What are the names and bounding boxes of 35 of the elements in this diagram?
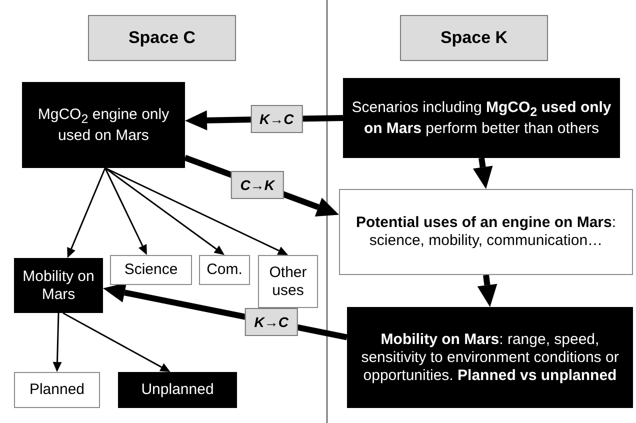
arrow bbox=[62, 312, 170, 372]
concept-box bbox=[110, 255, 192, 285]
arrow bbox=[104, 167, 288, 255]
edge-label: C→K bbox=[231, 170, 284, 199]
box-text: Scenarios including MgCO$_{2}$ used only on Mars perform better than others bbox=[350, 98, 612, 138]
arrow bbox=[477, 274, 498, 307]
box-text: Other uses bbox=[268, 264, 308, 300]
edge-label: K→C bbox=[245, 308, 298, 336]
space-header-box bbox=[88, 15, 236, 61]
box-text: Unplanned bbox=[141, 381, 214, 399]
concept-box bbox=[22, 82, 185, 168]
concept-box bbox=[118, 372, 237, 408]
concept-box bbox=[258, 255, 318, 308]
box-text: Potential uses of an engine on Mars: science, mobility, communication… bbox=[354, 214, 618, 250]
concept-box bbox=[347, 307, 633, 408]
box-text: Space C bbox=[128, 28, 196, 48]
box-text: Com. bbox=[206, 261, 242, 279]
box-text: MgCO$_{2}$ engine only used on Mars bbox=[36, 106, 170, 144]
concept-box bbox=[343, 78, 620, 158]
concept-box bbox=[199, 255, 250, 285]
box-text: Science bbox=[124, 261, 178, 279]
box-text: Mobility on Mars: range, speed, sensitivity to environment conditions or opportunities. Planned vs unplanned bbox=[360, 330, 620, 384]
arrow bbox=[104, 167, 224, 255]
edge-label: K→C bbox=[250, 105, 303, 134]
concept-box bbox=[14, 258, 103, 313]
arrow bbox=[52, 312, 62, 372]
arrow bbox=[472, 158, 493, 189]
box-text: Planned bbox=[29, 381, 85, 399]
arrow bbox=[104, 168, 147, 255]
space-header-box bbox=[400, 15, 548, 61]
concept-box bbox=[14, 372, 100, 408]
box-text: Space K bbox=[440, 28, 508, 48]
arrow bbox=[67, 168, 106, 258]
concept-box bbox=[339, 189, 633, 275]
box-text: Mobility on Mars bbox=[22, 268, 96, 304]
